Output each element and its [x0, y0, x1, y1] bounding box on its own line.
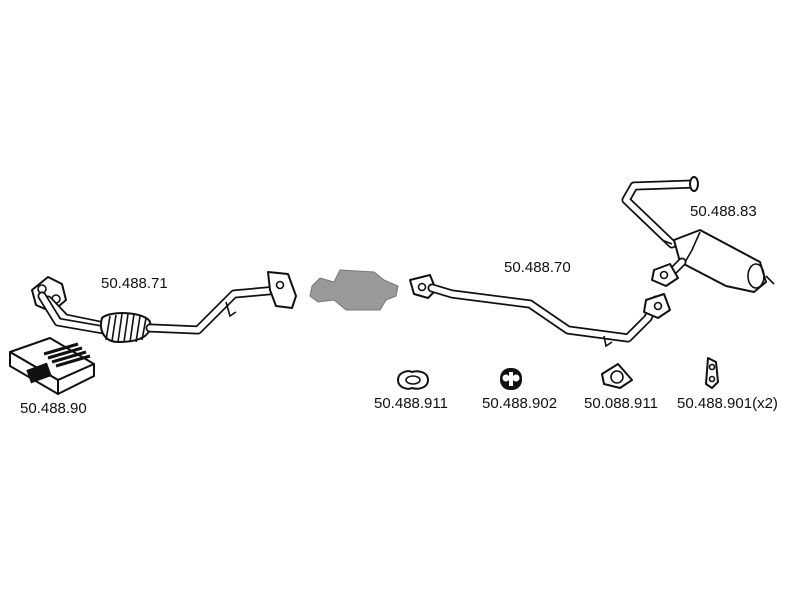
- label-gasket-b: 50.088.911: [584, 395, 658, 412]
- label-fitting-kit: 50.488.90: [20, 400, 87, 417]
- catalyst-icon: [309, 269, 399, 311]
- label-rear-silencer: 50.488.83: [690, 203, 757, 220]
- front-pipe-drawing: [31, 271, 297, 343]
- label-clamp: 50.488.901(x2): [677, 395, 778, 412]
- rear-silencer-drawing: [621, 176, 775, 293]
- fitting-kit-icon: [9, 337, 95, 395]
- rubber-mount-icon: [500, 368, 522, 390]
- label-front-pipe: 50.488.71: [101, 275, 168, 292]
- label-middle-pipe: 50.488.70: [504, 259, 571, 276]
- gasket-a-icon: [397, 370, 429, 390]
- middle-pipe-drawing: [409, 274, 671, 348]
- clamp-icon: [705, 357, 719, 389]
- gasket-b-icon: [601, 363, 633, 389]
- label-rubber-mount: 50.488.902: [482, 395, 558, 412]
- label-gasket-a: 50.488.911: [374, 395, 448, 412]
